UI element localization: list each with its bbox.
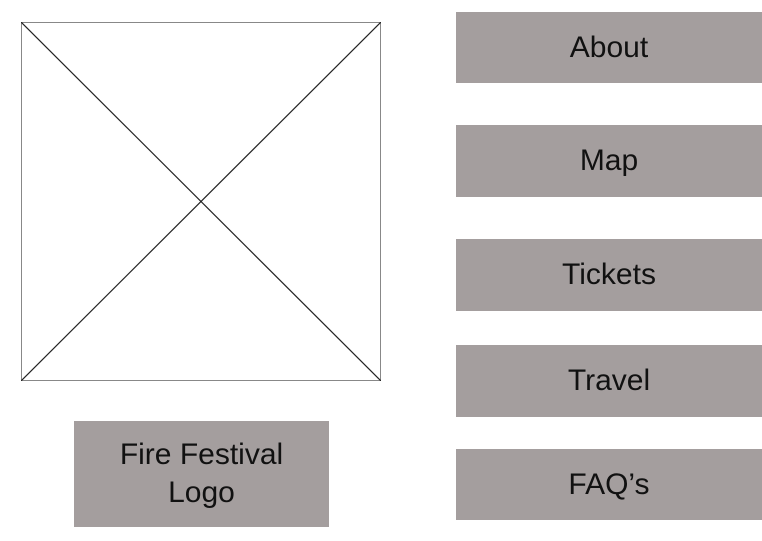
nav-about-button[interactable]: About bbox=[456, 12, 762, 83]
nav-faq-label: FAQ’s bbox=[568, 467, 650, 501]
nav-map-button[interactable]: Map bbox=[456, 125, 762, 197]
nav-map-label: Map bbox=[579, 144, 639, 177]
nav-tickets-button[interactable]: Tickets bbox=[456, 239, 762, 311]
image-placeholder-icon bbox=[21, 22, 381, 381]
logo-label: Fire Festival Logo bbox=[119, 438, 284, 509]
nav-travel-label: Travel bbox=[567, 364, 651, 397]
nav-tickets-label: Tickets bbox=[562, 258, 656, 291]
fire-festival-logo: Fire Festival Logo bbox=[74, 421, 329, 527]
nav-about-label: About bbox=[569, 30, 649, 64]
nav-travel-button[interactable]: Travel bbox=[456, 345, 762, 417]
nav-faq-button[interactable]: FAQ’s bbox=[456, 449, 762, 520]
